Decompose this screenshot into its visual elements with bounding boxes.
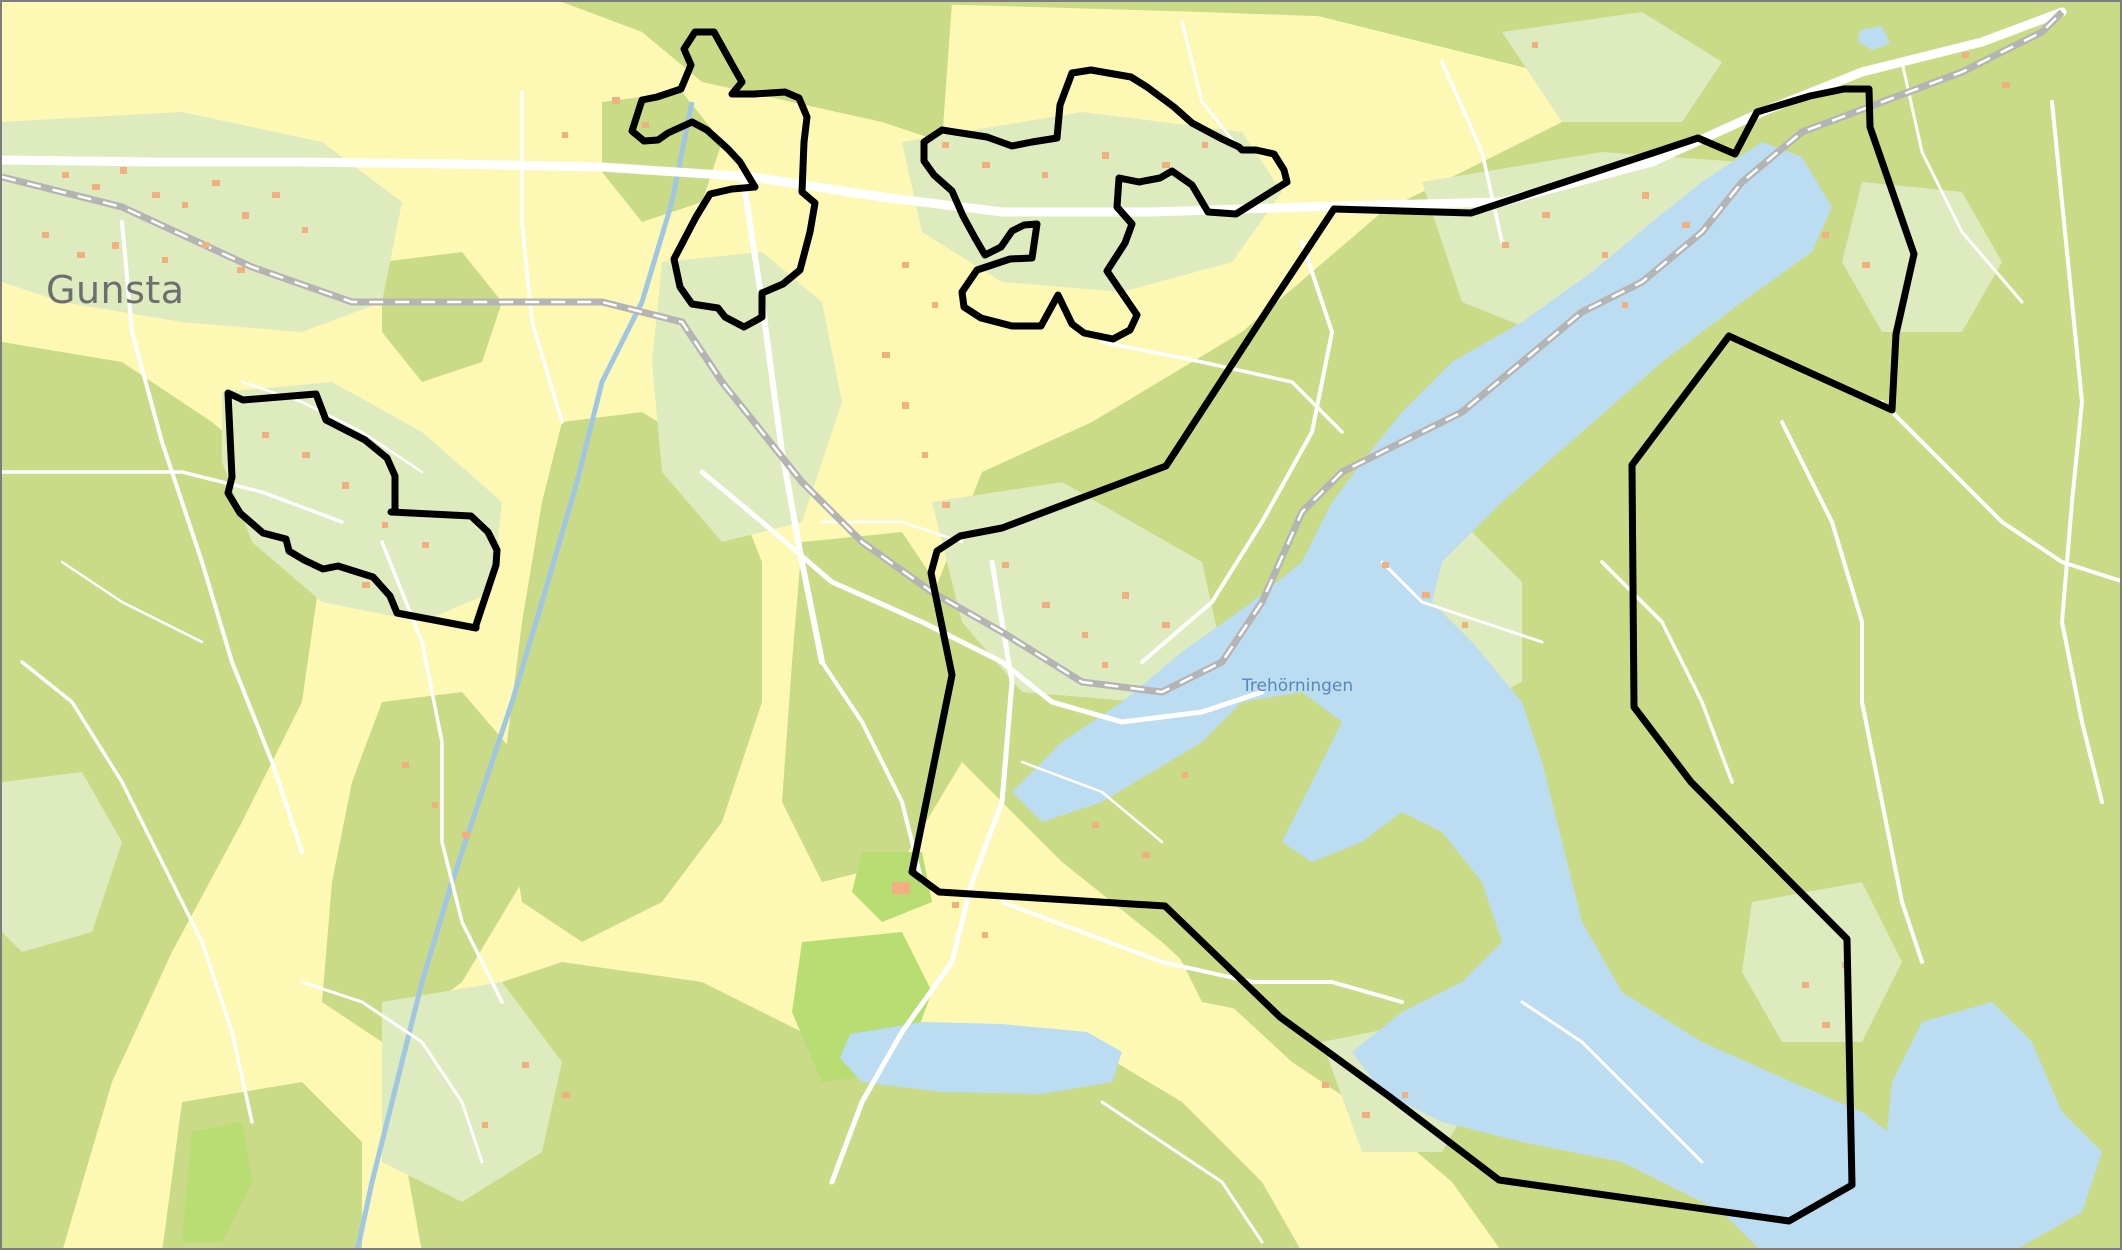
roads (2, 7, 2120, 1244)
boundary-outlines (224, 28, 1918, 1225)
lake-northeast (1858, 26, 1890, 50)
water-areas (840, 26, 2102, 1248)
town-label-gunsta: Gunsta (46, 268, 185, 312)
river (355, 101, 695, 1248)
boundary-west (224, 389, 501, 632)
boundary-main (908, 85, 1918, 1225)
lake-label-trehorningen: Trehörningen (1242, 676, 1354, 696)
boundary-north-a (628, 28, 819, 331)
lake-trehorningen (1012, 142, 1942, 1248)
railway (2, 9, 2065, 696)
lake-southeast (1882, 1002, 2102, 1248)
boundary-north-b (920, 66, 1291, 343)
lake-west (840, 1022, 1122, 1094)
